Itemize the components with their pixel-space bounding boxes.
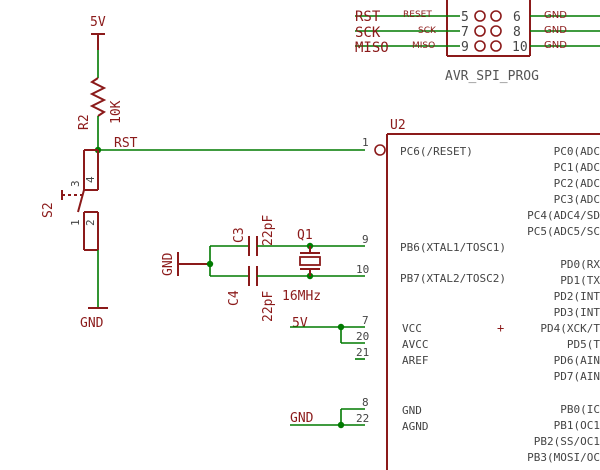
vcc-label: 5V xyxy=(90,15,106,30)
header-pin-6: 6 xyxy=(513,10,521,25)
ic-pin-num-1: 1 xyxy=(362,136,369,149)
s2-pin-4: 4 xyxy=(84,176,97,183)
ic-pin-gnd: GND xyxy=(402,404,422,417)
ic-pin-pc2: PC2(ADC xyxy=(554,177,600,190)
header-row-1: RST RESET 5 6 GND xyxy=(355,9,600,25)
ic-pin-pd0: PD0(RX xyxy=(560,258,600,271)
resistor-r2: R2 10K xyxy=(77,50,124,150)
ic-pin-pd3: PD3(INT xyxy=(554,306,600,319)
header-label-miso: MISO xyxy=(412,41,435,51)
rst-net: RST xyxy=(94,136,365,154)
switch-s2: S2 3 4 1 2 xyxy=(41,149,99,251)
ic-pin-pd1: PD1(TX xyxy=(560,274,600,287)
gnd-net-bottom: GND xyxy=(290,408,365,429)
ic-pin-num-21: 21 xyxy=(356,346,369,359)
ic-pin-pc4: PC4(ADC4/SD xyxy=(527,209,600,222)
spi-header: AVR_SPI_PROG RST RESET 5 6 GND SCK SCK 7… xyxy=(355,0,600,84)
ic-pin-pb2: PB2(SS/OC1 xyxy=(534,435,600,448)
ground-symbol-left: GND xyxy=(80,250,108,331)
header-name: AVR_SPI_PROG xyxy=(445,69,539,84)
ic-pin-vcc: VCC xyxy=(402,322,422,335)
ic-pin-pc6: PC6(/RESET) xyxy=(400,145,473,158)
ic-pin-pc1: PC1(ADC xyxy=(554,161,600,174)
ic-pin-pc3: PC3(ADC xyxy=(554,193,600,206)
gnd-bottom-label: GND xyxy=(290,411,314,426)
q1-value: 16MHz xyxy=(282,289,321,304)
ic-pin-num-10: 10 xyxy=(356,263,369,276)
vcc-net: 5V xyxy=(290,316,365,360)
power-symbol-5v: 5V xyxy=(90,15,106,50)
ic-pin-pd5: PD5(T xyxy=(567,338,600,351)
ic-pin-pb6: PB6(XTAL1/TOSC1) xyxy=(400,241,506,254)
ic-pin-agnd: AGND xyxy=(402,420,429,433)
vcc-net-label: 5V xyxy=(292,316,308,331)
c4-value: 22pF xyxy=(261,291,276,322)
s2-pin-1: 1 xyxy=(69,219,82,226)
c4-name: C4 xyxy=(227,290,242,306)
crystal-network: GND C3 22pF C4 22pF Q1 16MHz xyxy=(161,215,365,322)
ic-pin-pb7: PB7(XTAL2/TOSC2) xyxy=(400,272,506,285)
s2-pin-2: 2 xyxy=(84,219,97,226)
header-label-sck: SCK xyxy=(418,26,437,36)
r2-value: 10K xyxy=(109,100,124,124)
header-row-2: SCK SCK 7 8 GND xyxy=(355,25,600,41)
ic-pin-pd6: PD6(AIN xyxy=(554,354,600,367)
header-label-reset: RESET xyxy=(403,10,432,20)
ic-pin-pb0: PB0(IC xyxy=(560,403,600,416)
ic-pin-avcc: AVCC xyxy=(402,338,429,351)
ic-pin-pc0: PC0(ADC xyxy=(554,145,600,158)
ic-pin-num-20: 20 xyxy=(356,330,369,343)
header-net-miso: MISO xyxy=(355,40,389,56)
header-pin-9: 9 xyxy=(461,40,469,55)
s2-pin-3: 3 xyxy=(69,180,82,187)
ic-u2: U2 1 9 10 7 20 21 8 22 PC6(/RESET) PB6(X… xyxy=(356,118,600,470)
ic-pin-pd2: PD2(INT xyxy=(554,290,600,303)
gnd-crystal-label: GND xyxy=(161,252,176,276)
header-net-sck: SCK xyxy=(355,25,381,41)
header-pin-8: 8 xyxy=(513,25,521,40)
header-row-3: MISO MISO 9 10 GND xyxy=(355,40,600,56)
ic-pin-pb1: PB1(OC1 xyxy=(554,419,600,432)
ic-pin-num-9: 9 xyxy=(362,233,369,246)
header-net-rst: RST xyxy=(355,9,381,25)
ic-pin-num-22: 22 xyxy=(356,412,369,425)
header-pin-7: 7 xyxy=(461,25,469,40)
ic-pin-pd7: PD7(AIN xyxy=(554,370,600,383)
gnd-left-label: GND xyxy=(80,316,104,331)
header-gnd-10: GND xyxy=(544,40,567,51)
c3-value: 22pF xyxy=(261,215,276,246)
ic-pin-aref: AREF xyxy=(402,354,429,367)
s2-name: S2 xyxy=(41,202,56,218)
header-pin-5: 5 xyxy=(461,10,469,25)
ic-pin-pc5: PC5(ADC5/SC xyxy=(527,225,600,238)
ic-name: U2 xyxy=(390,118,406,133)
ic-pin-pd4: PD4(XCK/T xyxy=(540,322,600,335)
header-gnd-8: GND xyxy=(544,25,567,36)
rst-net-label: RST xyxy=(114,136,138,151)
q1-name: Q1 xyxy=(297,228,313,243)
c3-name: C3 xyxy=(232,227,247,243)
header-gnd-6: GND xyxy=(544,10,567,21)
r2-name: R2 xyxy=(77,114,92,130)
ic-pin-num-7: 7 xyxy=(362,314,369,327)
ic-pin-num-8: 8 xyxy=(362,396,369,409)
header-pin-10: 10 xyxy=(512,40,528,55)
ic-pin-pb3: PB3(MOSI/OC xyxy=(527,451,600,464)
ic-plus-mark: + xyxy=(497,321,504,335)
